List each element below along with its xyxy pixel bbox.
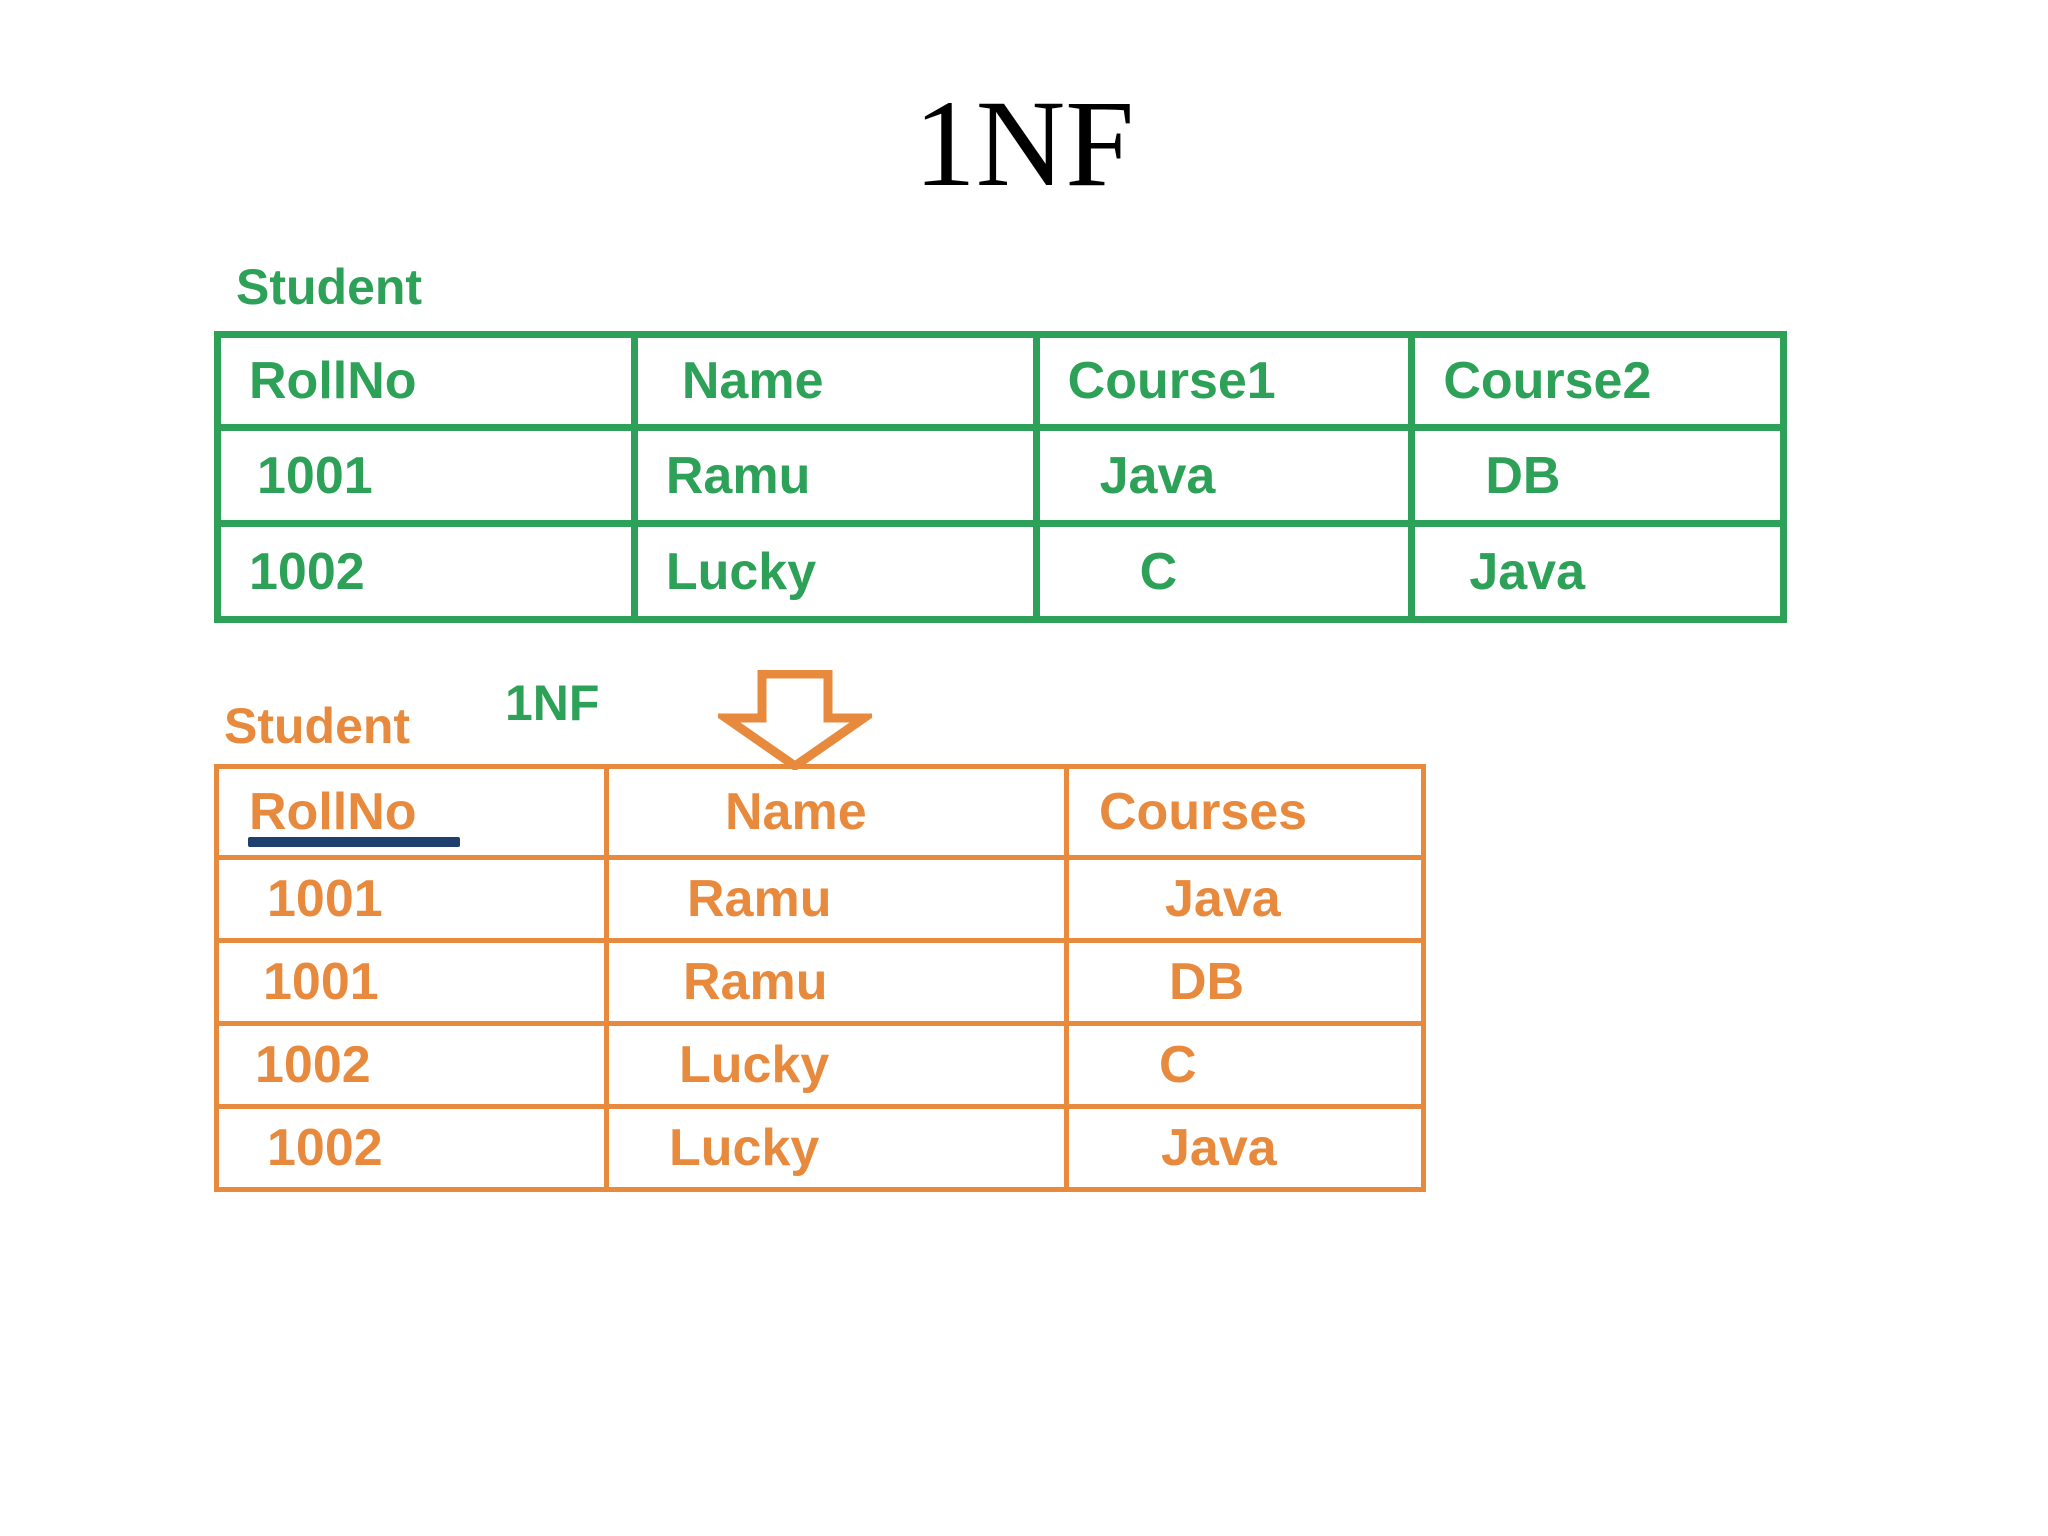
header-course2: Course2 [1408,331,1787,431]
cell-name: Ramu [604,855,1069,943]
cell-course1: Java [1032,424,1416,527]
table-row: 1002 Lucky C [214,1021,1426,1109]
bottom-table-label-superscript: 1NF [505,675,600,731]
slide-title: 1NF [913,75,1135,212]
cell-rollno: 1001 [214,424,638,527]
table-row: 1001 Ramu Java [214,855,1426,943]
header-courses: Courses [1064,764,1426,860]
cell-rollno: 1002 [214,1021,609,1109]
cell-rollno: 1002 [214,520,638,623]
table-row: 1001 Ramu Java DB [214,424,1787,527]
cell-courses: Java [1064,855,1426,943]
top-table-label: Student [236,259,423,315]
cell-course1: C [1032,520,1416,623]
cell-courses: Java [1064,1104,1426,1192]
table-row: 1001 Ramu DB [214,938,1426,1026]
cell-course2: Java [1408,520,1787,623]
cell-rollno: 1001 [214,855,609,943]
bottom-table-label: Student [224,698,411,754]
normalized-student-table: RollNo Name Courses 1001 Ramu Java 1001 … [214,764,1426,1192]
unnormalized-student-table: RollNo Name Course1 Course2 1001 Ramu Ja… [214,331,1787,623]
cell-name: Ramu [604,938,1069,1026]
primary-key-underline [248,837,460,847]
cell-courses: C [1064,1021,1426,1109]
header-course1: Course1 [1032,331,1416,431]
cell-rollno: 1001 [214,938,609,1026]
header-rollno: RollNo [214,331,638,431]
cell-courses: DB [1064,938,1426,1026]
header-name: Name [604,764,1069,860]
cell-name: Lucky [630,520,1040,623]
cell-course2: DB [1408,424,1787,527]
table-row: 1002 Lucky Java [214,1104,1426,1192]
table-row: 1002 Lucky C Java [214,520,1787,623]
cell-name: Ramu [630,424,1040,527]
table-header-row: RollNo Name Courses [214,764,1426,860]
cell-name: Lucky [604,1104,1069,1192]
down-arrow-icon [718,670,872,770]
cell-rollno: 1002 [214,1104,609,1192]
header-name: Name [630,331,1040,431]
cell-name: Lucky [604,1021,1069,1109]
table-header-row: RollNo Name Course1 Course2 [214,331,1787,431]
